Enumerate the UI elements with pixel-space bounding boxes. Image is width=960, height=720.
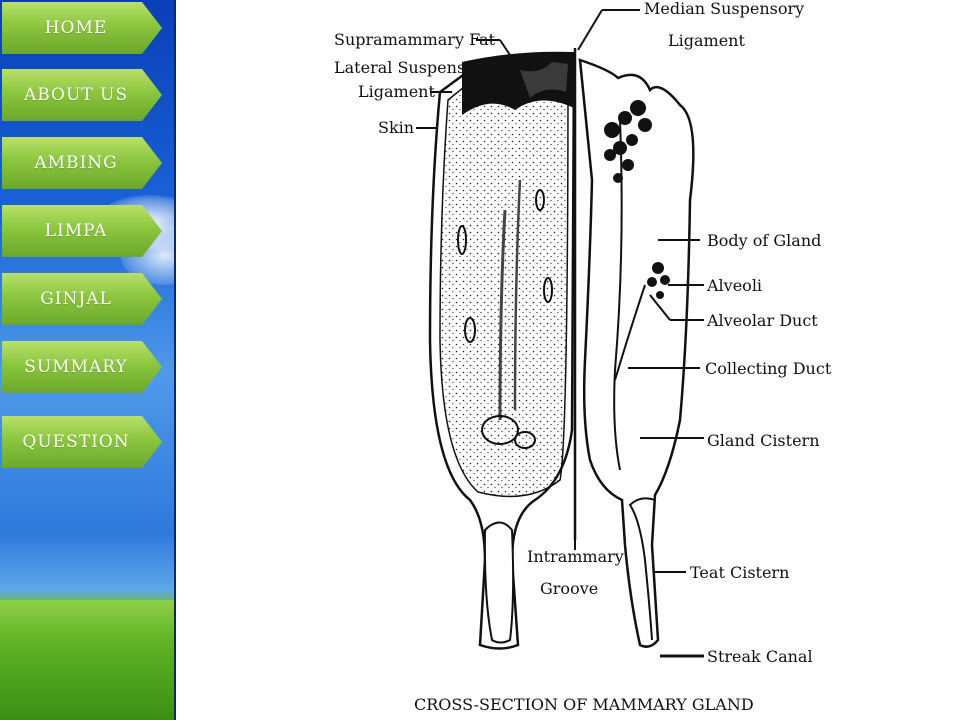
nav-question-button[interactable]: QUESTION: [2, 416, 162, 468]
label-body-of-gland: Body of Gland: [707, 231, 821, 250]
nav-home-button[interactable]: HOME: [2, 2, 162, 54]
nav-limpa-button[interactable]: LIMPA: [2, 205, 162, 257]
nav-summary-button[interactable]: SUMMARY: [2, 341, 162, 393]
grass-decoration: [0, 600, 176, 720]
nav-ambing-label: AMBING: [34, 153, 118, 173]
leader-lines: [416, 9, 704, 658]
alveoli-cluster-top: [604, 100, 652, 183]
label-lateral-suspensory-1: Lateral Suspensory: [334, 58, 491, 77]
diagram-title: CROSS-SECTION OF MAMMARY GLAND: [414, 695, 754, 714]
label-median-suspensory-1: Median Suspensory: [644, 0, 804, 18]
label-teat-cistern: Teat Cistern: [690, 563, 789, 582]
nav-question-label: QUESTION: [22, 432, 130, 452]
label-intrammary-1: Intrammary: [527, 547, 624, 566]
sidebar-edge: [174, 0, 176, 720]
nav-about-us-button[interactable]: ABOUT US: [2, 69, 162, 121]
left-gland-half: [428, 51, 576, 650]
mammary-gland-diagram: Supramammary Fat Lateral Suspensory Liga…: [334, 0, 832, 714]
label-lateral-suspensory-2: Ligament: [358, 82, 435, 101]
label-collecting-duct: Collecting Duct: [705, 359, 832, 378]
nav-about-us-label: ABOUT US: [23, 85, 129, 105]
label-alveolar-duct: Alveolar Duct: [706, 311, 818, 330]
sidebar: HOME ABOUT US AMBING LIMPA GINJAL SUMMAR…: [0, 0, 176, 720]
label-median-suspensory-2: Ligament: [668, 31, 745, 50]
nav-ginjal-button[interactable]: GINJAL: [2, 273, 162, 325]
right-gland-half: [578, 58, 695, 648]
alveoli-cluster-mid: [647, 262, 670, 299]
label-gland-cistern: Gland Cistern: [707, 431, 820, 450]
nav-ambing-button[interactable]: AMBING: [2, 137, 162, 189]
label-skin: Skin: [378, 118, 414, 137]
nav-summary-label: SUMMARY: [24, 357, 128, 377]
label-supramammary-fat: Supramammary Fat: [334, 30, 496, 49]
label-streak-canal: Streak Canal: [707, 647, 813, 666]
nav-home-label: HOME: [44, 18, 108, 38]
label-alveoli: Alveoli: [706, 276, 762, 295]
label-intrammary-2: Groove: [540, 579, 598, 598]
nav-limpa-label: LIMPA: [44, 221, 108, 241]
nav-ginjal-label: GINJAL: [40, 289, 112, 309]
